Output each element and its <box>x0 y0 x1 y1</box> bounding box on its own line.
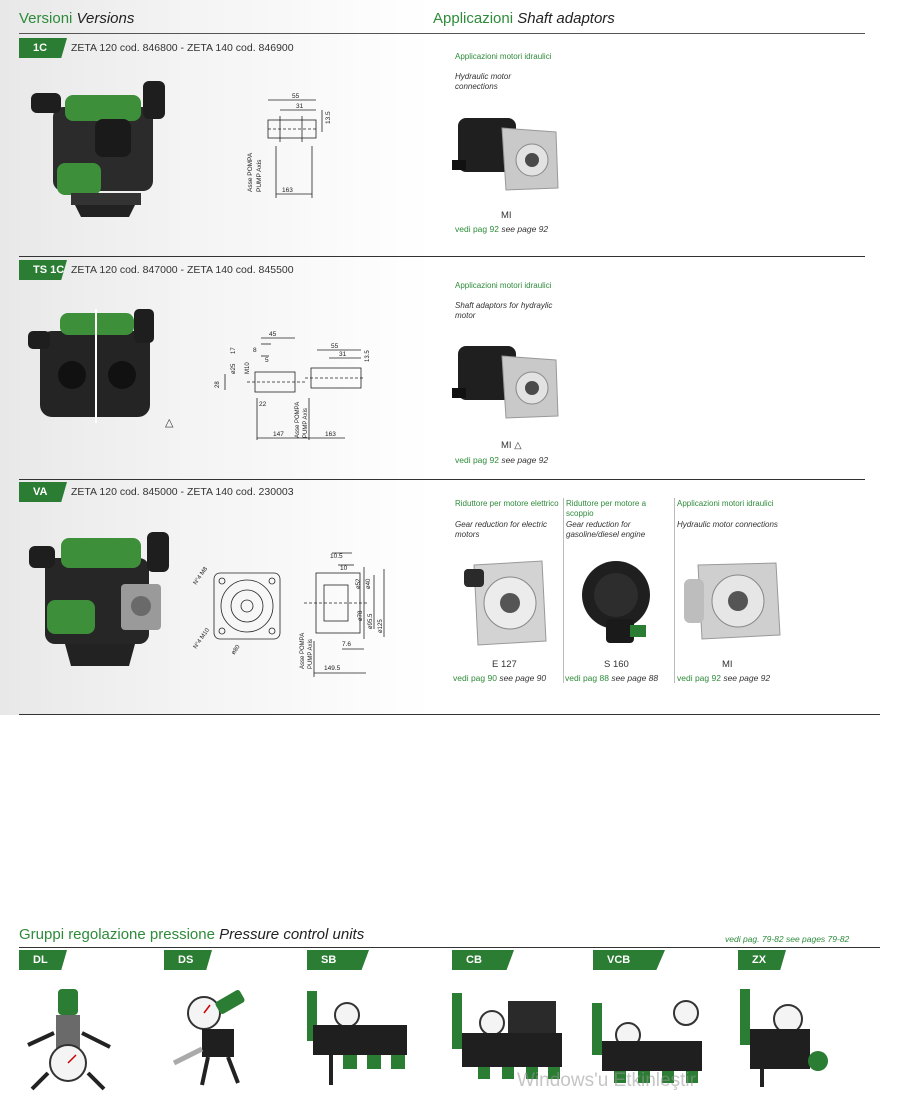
dim-55-b: 55 <box>331 343 339 350</box>
app-sub-va-e127: Gear reduction for electric motors <box>455 520 548 539</box>
page-ref-mi-va[interactable]: vedi pag 92 see page 92 <box>677 673 771 683</box>
model-s160: S 160 <box>604 659 629 670</box>
model-mi-ts1c: MI △ <box>501 440 522 451</box>
axis-label-it-va: Asse POMPA <box>300 633 306 669</box>
dim-m10: M10 <box>245 362 251 374</box>
pressure-header: Gruppi regolazione pressione Pressure co… <box>19 926 365 943</box>
dim-10: 10 <box>340 565 348 572</box>
versions-header: Versioni Versions <box>19 10 135 27</box>
version-tag-1c: 1C <box>19 38 67 58</box>
dim-22: 22 <box>259 401 267 408</box>
dim-163-b: 163 <box>325 431 336 438</box>
axis-label-it: Asse POMPA <box>247 152 254 192</box>
unit-tag-dl: DL <box>19 950 67 970</box>
version-tag-ts1c: TS 1C <box>19 260 67 280</box>
version-codes-va: ZETA 120 cod. 845000 - ZETA 140 cod. 230… <box>71 486 294 498</box>
dim-7-6: 7.6 <box>342 641 351 648</box>
app-sub-va-s160: Gear reduction for gasoline/diesel engin… <box>566 520 646 539</box>
dim-147: 147 <box>273 431 284 438</box>
unit-image-cb <box>452 993 562 1079</box>
pump-image-1c <box>31 81 165 217</box>
drawing-1c: 55 31 13.5 163 Asse POMPA PUMP Axis <box>247 93 332 198</box>
app-title-ts1c: Applicazioni motori idraulici <box>455 281 552 290</box>
dim-d52: ø52 <box>356 578 362 589</box>
unit-image-sb <box>307 991 407 1085</box>
dim-d40: ø40 <box>366 578 372 589</box>
page-ref-1c[interactable]: vedi pag 92 see page 92 <box>455 224 549 234</box>
header-rule <box>19 33 865 34</box>
adaptor-image-s160 <box>582 561 650 643</box>
dim-45: 45 <box>269 331 277 338</box>
dim-55: 55 <box>292 93 300 100</box>
model-mi-va: MI <box>722 659 733 670</box>
dim-d25: ø25 <box>231 363 237 374</box>
dim-13-5: 13.5 <box>325 111 332 124</box>
version-codes-1c: ZETA 120 cod. 846800 - ZETA 140 cod. 846… <box>71 42 294 54</box>
app-title-va-s160: Riduttore per motore a scoppio <box>566 499 647 518</box>
adaptor-image-mi-va <box>684 562 781 640</box>
dim-31-b: 31 <box>339 351 347 358</box>
app-separator-2 <box>674 498 675 683</box>
unit-tag-sb: SB <box>307 950 369 970</box>
pump-image-va <box>29 532 169 666</box>
adaptor-image-ts1c <box>452 346 559 419</box>
triangle-mark-1: △ <box>165 417 174 429</box>
unit-tag-vcb: VCB <box>593 950 665 970</box>
app-sub-va-mi: Hydraulic motor connections <box>677 520 778 529</box>
unit-image-zx <box>740 989 828 1087</box>
applications-header: Applicazioni Shaft adaptors <box>433 10 615 27</box>
divider-3 <box>19 714 880 715</box>
page-ref-s160[interactable]: vedi pag 88 see page 88 <box>565 673 659 683</box>
axis-label-en-va: PUMP Axis <box>308 639 314 669</box>
dim-149-5: 149.5 <box>324 665 341 672</box>
pressure-page-ref[interactable]: vedi pag. 79-82 see pages 79-82 <box>725 934 850 944</box>
model-e127: E 127 <box>492 659 517 670</box>
unit-tag-ds: DS <box>164 950 212 970</box>
unit-image-dl <box>27 989 111 1091</box>
pressure-rule <box>19 947 880 948</box>
axis-label-it-ts: Asse POMPA <box>295 402 301 438</box>
dim-17: 17 <box>231 347 237 354</box>
app-title-va-mi: Applicazioni motori idraulici <box>677 499 774 508</box>
dim-d80: ø80 <box>231 644 242 656</box>
dim-d125: ø125 <box>378 619 384 633</box>
dim-5: 5 <box>265 357 269 364</box>
pump-image-ts1c <box>28 309 154 423</box>
divider-2 <box>19 479 865 480</box>
dim-13-5-b: 13.5 <box>365 350 371 362</box>
adaptor-image-e127 <box>464 560 547 646</box>
dim-d78: ø78 <box>358 610 364 621</box>
dim-8: 8 <box>253 347 257 354</box>
adaptor-image-1c <box>452 118 559 191</box>
drawing-va: N°4 M8 ø80 N°4 M10 10.5 10 ø52 ø40 ø78 ø… <box>193 552 385 677</box>
app-title-va-e127: Riduttore per motore elettrico <box>455 499 559 508</box>
model-mi-1c: MI <box>501 210 512 221</box>
axis-label-en-ts: PUMP Axis <box>303 408 309 438</box>
dim-10-5: 10.5 <box>330 553 343 560</box>
dim-d95-5: ø95.5 <box>368 613 374 629</box>
app-title-1c: Applicazioni motori idraulici <box>455 52 552 61</box>
dim-n4-m8: N°4 M8 <box>193 566 210 586</box>
dim-n4-m10: N°4 M10 <box>193 627 212 650</box>
unit-image-ds <box>172 990 245 1086</box>
triangle-mark-2: △ <box>514 440 522 451</box>
divider-1 <box>19 256 865 257</box>
dim-31: 31 <box>296 103 304 110</box>
activation-watermark: Windows'u Etkinleştir <box>517 1070 696 1091</box>
drawing-ts1c: 45 17 8 5 M10 ø25 28 22 147 55 31 13.5 1… <box>215 331 371 440</box>
page-ref-e127[interactable]: vedi pag 90 see page 90 <box>453 673 547 683</box>
version-codes-ts1c: ZETA 120 cod. 847000 - ZETA 140 cod. 845… <box>71 264 294 276</box>
axis-label-en: PUMP Axis <box>256 159 263 192</box>
app-sub-ts1c: Shaft adaptors for hydraylic motor <box>455 301 553 320</box>
app-separator-1 <box>563 498 564 683</box>
dim-28: 28 <box>215 381 221 388</box>
app-sub-1c: Hydraulic motor connections <box>455 72 512 91</box>
version-tag-va: VA <box>19 482 67 502</box>
unit-tag-cb: CB <box>452 950 514 970</box>
unit-tag-zx: ZX <box>738 950 786 970</box>
dim-163: 163 <box>282 187 293 194</box>
page-ref-ts1c[interactable]: vedi pag 92 see page 92 <box>455 455 549 465</box>
unit-image-vcb <box>592 1000 702 1083</box>
